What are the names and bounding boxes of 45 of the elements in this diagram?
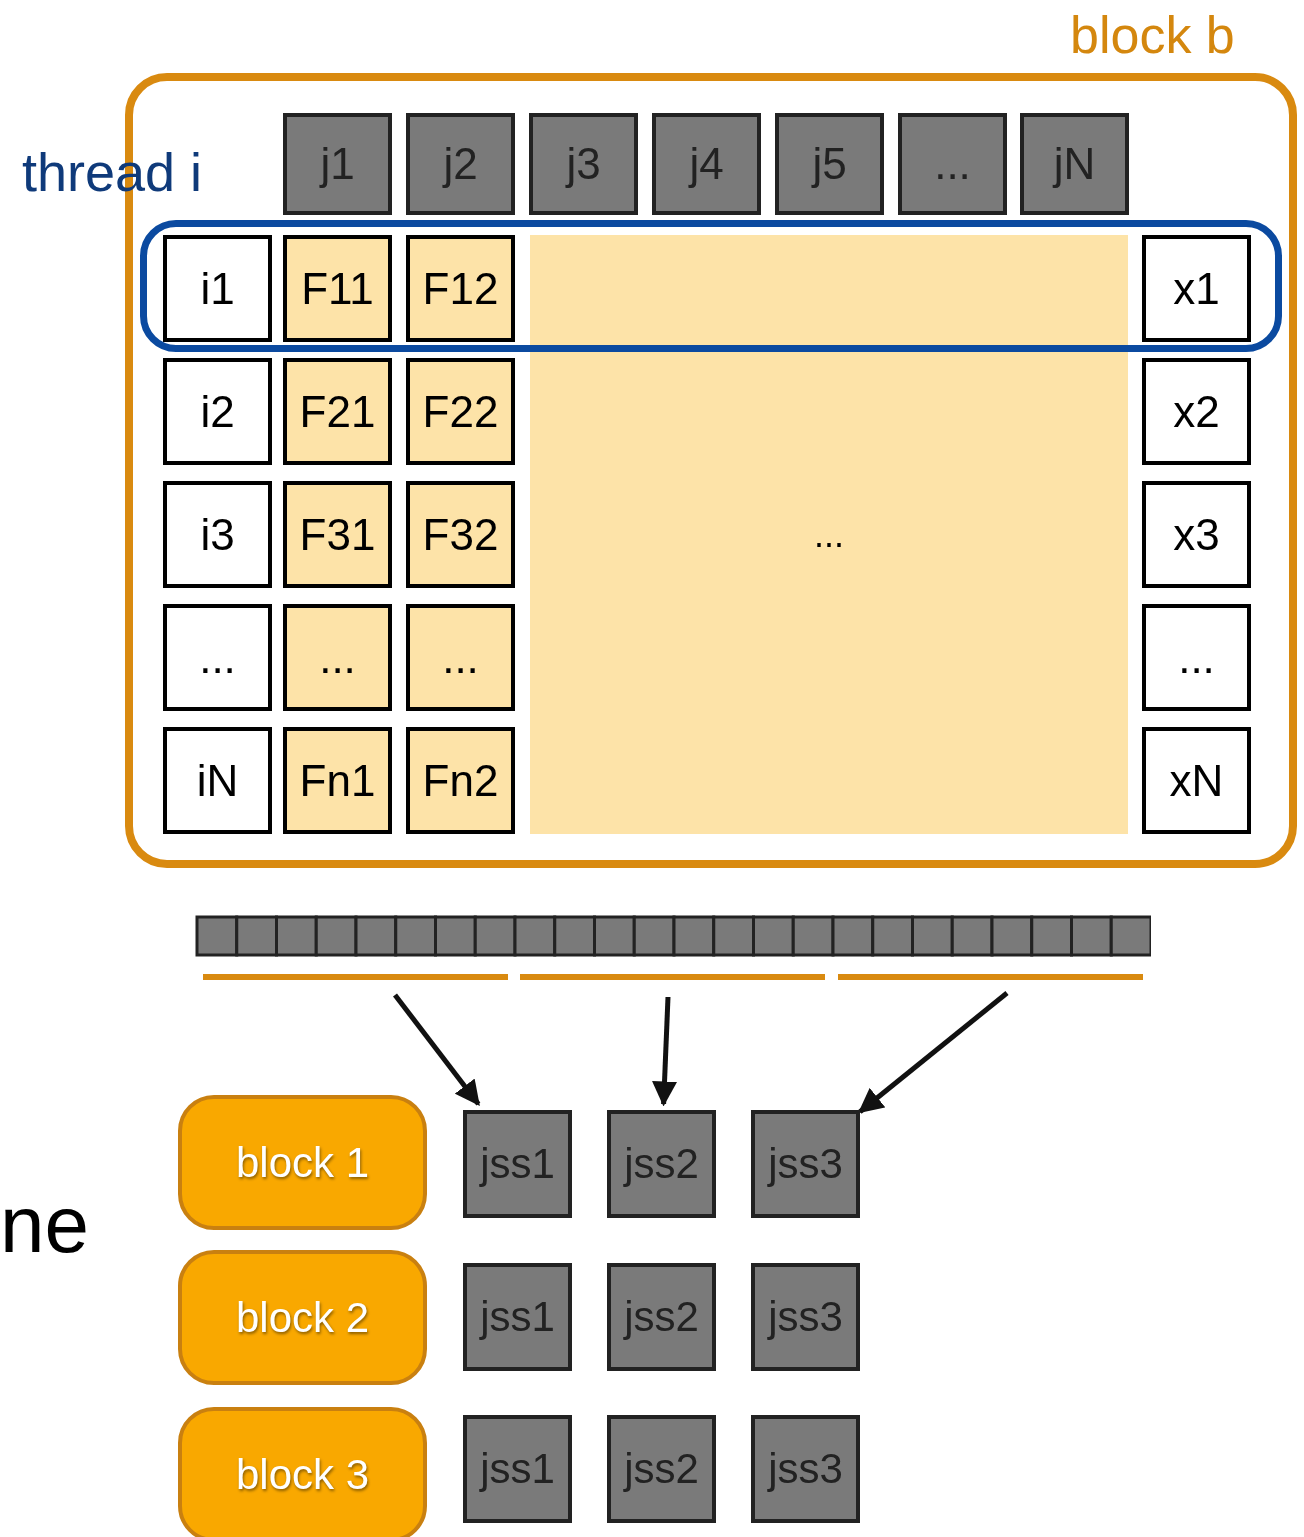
matrix-cell: F32: [406, 481, 515, 588]
shared-memory-cell: jss3: [751, 1110, 860, 1218]
matrix-cell: ...: [406, 604, 515, 711]
column-header-cell: j5: [775, 113, 884, 215]
index-cell: i3: [163, 481, 272, 588]
arrow: [393, 993, 481, 1106]
shared-memory-cell: jss2: [607, 1110, 716, 1218]
shared-memory-cell: jss3: [751, 1415, 860, 1523]
shared-memory-cell: jss1: [463, 1415, 572, 1523]
shared-memory-cell: jss3: [751, 1263, 860, 1371]
matrix-cell: F31: [283, 481, 392, 588]
partial-text: ne: [0, 1185, 89, 1265]
column-header-cell: j2: [406, 113, 515, 215]
block-button: block 2: [178, 1250, 427, 1385]
group-title: block b: [1070, 9, 1235, 61]
column-header-cell: jN: [1020, 113, 1129, 215]
index-cell: i1: [163, 235, 272, 342]
block-button: block 3: [178, 1407, 427, 1537]
arrow: [652, 996, 677, 1107]
shared-memory-cell: jss2: [607, 1263, 716, 1371]
column-header-cell: ...: [898, 113, 1007, 215]
block-button: block 1: [178, 1095, 427, 1230]
matrix-cell: Fn1: [283, 727, 392, 834]
matrix-cell: F22: [406, 358, 515, 465]
index-cell: x3: [1142, 481, 1251, 588]
shared-memory-cell: jss2: [607, 1415, 716, 1523]
matrix-cell: F11: [283, 235, 392, 342]
column-header-cell: j4: [652, 113, 761, 215]
index-cell: i2: [163, 358, 272, 465]
index-cell: iN: [163, 727, 272, 834]
shared-memory-cell: jss1: [463, 1263, 572, 1371]
index-cell: x2: [1142, 358, 1251, 465]
index-cell: ...: [1142, 604, 1251, 711]
matrix-cell: ...: [283, 604, 392, 711]
matrix-cell: F21: [283, 358, 392, 465]
matrix-cell: Fn2: [406, 727, 515, 834]
matrix-area: ...: [530, 235, 1128, 834]
column-header-cell: j1: [283, 113, 392, 215]
matrix-cell: F12: [406, 235, 515, 342]
index-cell: xN: [1142, 727, 1251, 834]
shared-memory-cell: jss1: [463, 1110, 572, 1218]
arrow: [858, 991, 1009, 1114]
index-cell: x1: [1142, 235, 1251, 342]
index-cell: ...: [163, 604, 272, 711]
column-header-cell: j3: [529, 113, 638, 215]
